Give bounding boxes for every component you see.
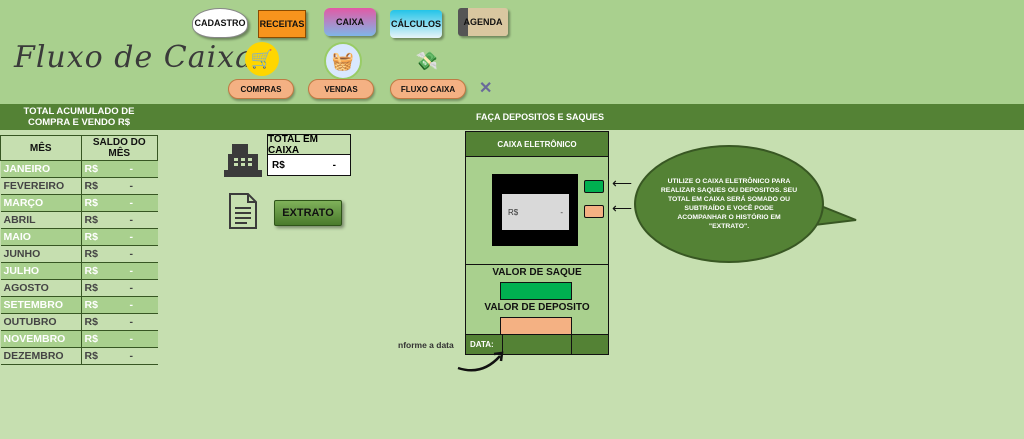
header-band [0,104,1024,130]
col-balance: SALDO DO MÊS [80,135,158,161]
help-bubble: UTILIZE O CAIXA ELETRÔNICO PARA REALIZAR… [634,145,824,263]
fluxo-caixa-button[interactable]: FLUXO CAIXA [390,79,466,99]
col-month: MÊS [0,135,82,161]
atm-currency: R$ [508,207,519,217]
fluxo-caixa-label: FLUXO CAIXA [400,84,456,94]
vendas-button[interactable]: VENDAS [308,79,374,99]
cash-register-icon [224,142,262,183]
nav-receitas-button[interactable]: RECEITAS [258,10,306,38]
data-row: DATA: [466,334,608,354]
deposit-button[interactable] [584,205,604,218]
data-label: DATA: [470,340,494,349]
close-icon[interactable]: ✕ [479,80,493,97]
atm-title: CAIXA ELETRÔNICO [466,132,608,157]
nav-cadastro-label: CADASTRO [194,18,246,28]
extrato-button[interactable]: EXTRATO [274,200,342,226]
nav-caixa-label: CAIXA [335,17,364,27]
arrow-left-icon: ⟵ [612,200,633,216]
curved-arrow-icon [456,350,508,381]
deposito-input[interactable] [500,317,572,335]
nav-caixa-button[interactable]: CAIXA [324,8,376,36]
vendas-label: VENDAS [324,84,358,94]
nav-agenda-button[interactable]: AGENDA [458,8,508,36]
document-icon [228,193,258,234]
deposits-withdrawals-title: FAÇA DEPOSITOS E SAQUES [475,112,605,122]
nav-agenda-label: AGENDA [463,17,503,27]
nav-cadastro-button[interactable]: CADASTRO [192,8,248,38]
informe-data-label: nforme a data [398,340,454,350]
data-input[interactable] [502,335,572,354]
app-logo: Fluxo de Caixa [14,40,254,75]
atm-display: R$ - [502,194,569,230]
top-band [0,0,1024,104]
total-accumulated-title: TOTAL ACUMULADO DE COMPRA E VENDO R$ [23,106,135,128]
cart-icon[interactable]: 🛒 [245,42,279,76]
basket-icon[interactable]: 🧺 [324,42,362,80]
total-em-caixa-box: TOTAL EM CAIXA R$ - [267,134,351,176]
atm-panel: CAIXA ELETRÔNICO R$ - VALOR DE SAQUE VAL… [465,131,609,355]
saque-input[interactable] [500,282,572,300]
arrow-left-icon: ⟵ [612,175,633,191]
compras-label: COMPRAS [240,84,282,94]
total-em-caixa-label: TOTAL EM CAIXA [268,134,350,156]
nav-calculos-button[interactable]: CÁLCULOS [390,10,442,38]
extrato-label: EXTRATO [282,207,334,219]
total-currency: R$ [272,159,285,171]
nav-calculos-label: CÁLCULOS [391,19,441,29]
compras-button[interactable]: COMPRAS [228,79,294,99]
saque-label: VALOR DE SAQUE [492,267,582,278]
deposito-label: VALOR DE DEPOSITO [484,302,590,313]
nav-receitas-label: RECEITAS [259,19,305,29]
table-header: MÊS SALDO DO MÊS [0,135,158,161]
atm-screen: R$ - [492,174,578,246]
total-value: - [332,159,336,171]
atm-value: - [560,207,563,217]
cash-flow-icon[interactable]: 💸 [415,50,439,71]
withdraw-button[interactable] [584,180,604,193]
